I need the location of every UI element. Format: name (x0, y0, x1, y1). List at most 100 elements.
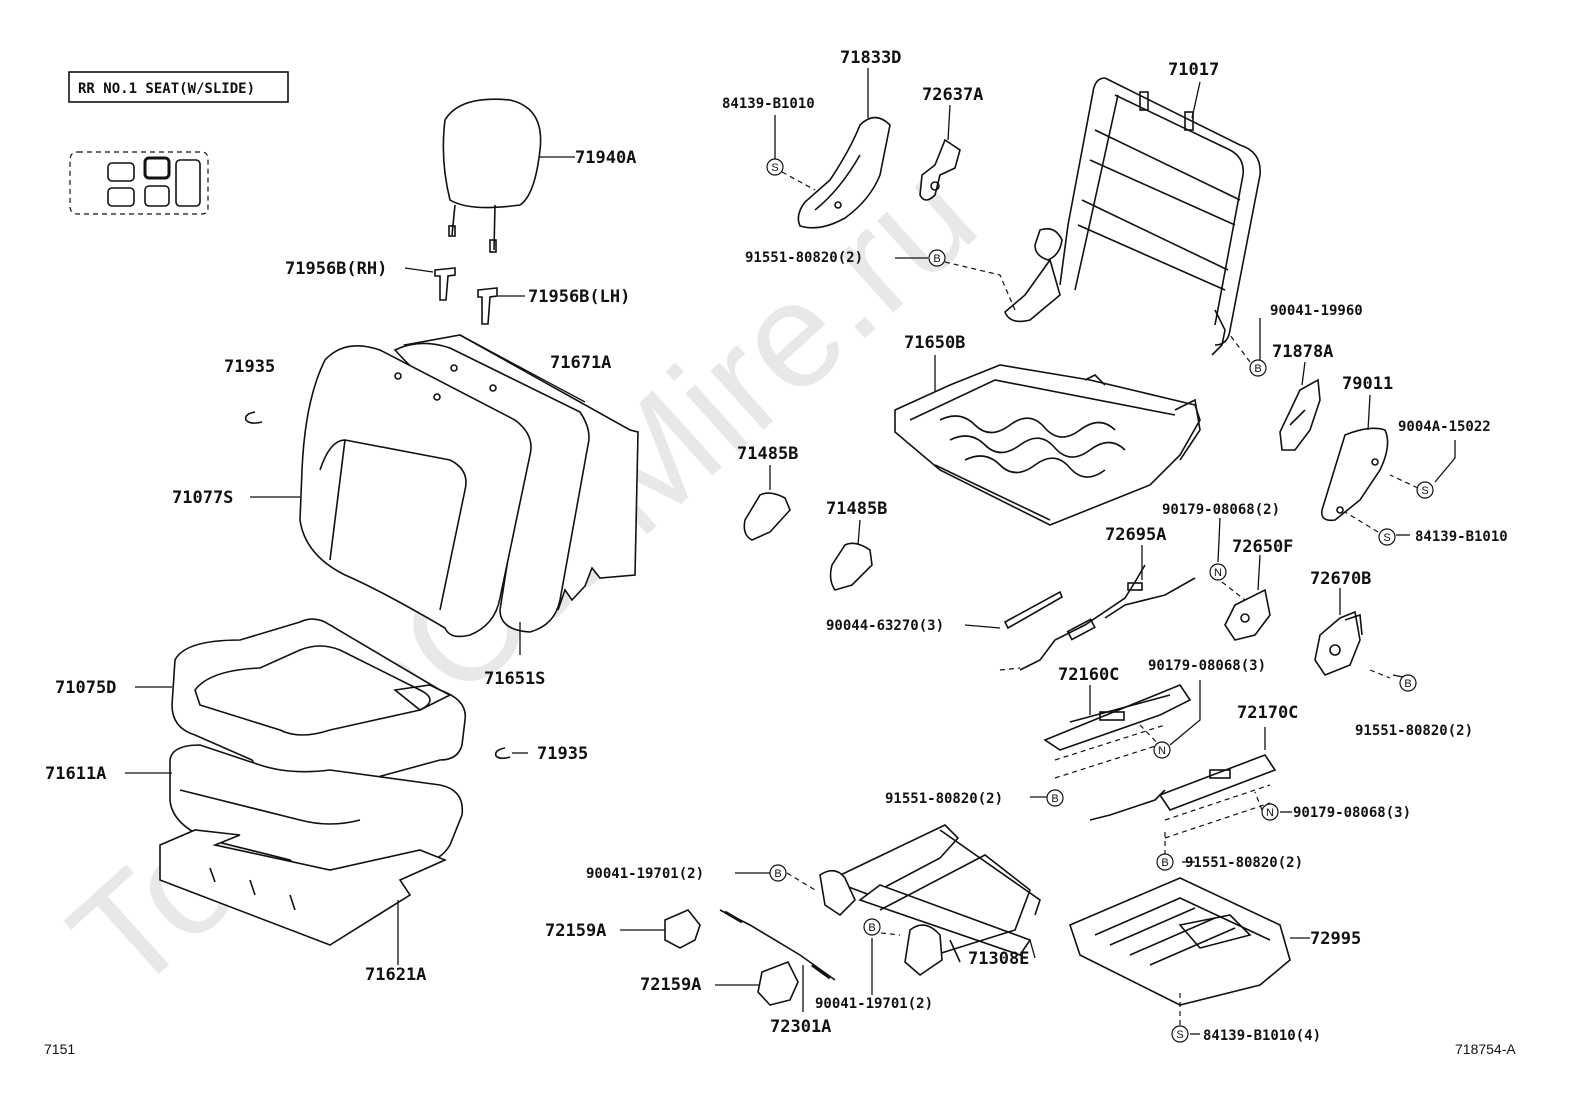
label-72670B: 72670B (1310, 569, 1371, 589)
label-90179-08068-a: 90179-08068(2) (1162, 502, 1280, 518)
svg-text:S: S (1176, 1029, 1183, 1041)
headrest-part (442, 98, 542, 253)
screw-symbol-bottom: S (1171, 1025, 1189, 1043)
title-box-text: RR NO.1 SEAT(W/SLIDE) (78, 81, 255, 97)
screw-symbol-top: S (766, 158, 784, 176)
headrest-support-lh (477, 287, 498, 325)
seatback-cover-front (299, 344, 532, 638)
slide-cover-b (757, 960, 799, 1006)
label-72301A: 72301A (770, 1017, 831, 1037)
cushion-side-cover-b (829, 542, 873, 591)
vehicle-seat-layout-icon (69, 151, 209, 215)
label-71611A: 71611A (45, 764, 106, 784)
svg-text:B: B (1161, 857, 1168, 869)
svg-text:N: N (1214, 567, 1222, 579)
reclining-lock-rh (1224, 588, 1271, 641)
seat-track-dashes (1054, 724, 1271, 839)
svg-text:B: B (1051, 793, 1058, 805)
hog-ring-bottom (494, 747, 511, 760)
label-71650B: 71650B (904, 333, 965, 353)
screw-symbol-right-b: S (1378, 528, 1396, 546)
svg-text:B: B (1404, 678, 1411, 690)
svg-text:B: B (1254, 363, 1261, 375)
label-71075D: 71075D (55, 678, 116, 698)
label-71485B-b: 71485B (826, 499, 887, 519)
seat-belt-guide (919, 138, 961, 201)
label-72695A: 72695A (1105, 525, 1166, 545)
screw-symbol-right-a: S (1416, 481, 1434, 499)
label-84139-B1010-top: 84139-B1010 (722, 96, 815, 112)
bolt-symbol-frame: B (1249, 359, 1267, 377)
svg-text:S: S (771, 162, 778, 174)
nut-symbol-c: N (1261, 803, 1279, 821)
bolt-symbol-top: B (928, 249, 946, 267)
label-71017: 71017 (1168, 60, 1219, 80)
seat-cushion-cover (171, 618, 467, 793)
label-72650F: 72650F (1232, 537, 1293, 557)
svg-text:B: B (774, 868, 781, 880)
hog-ring-top (244, 411, 263, 424)
footer-diagram-id: 718754-A (1455, 1041, 1516, 1057)
label-71935-top: 71935 (224, 357, 275, 377)
reclining-lock-lh (1314, 610, 1363, 676)
label-9004A-15022: 9004A-15022 (1398, 419, 1491, 435)
headrest-support-rh (434, 267, 456, 301)
nut-symbol-a: N (1209, 563, 1227, 581)
label-91551-80820-top: 91551-80820(2) (745, 250, 863, 266)
label-84139-B1010-right: 84139-B1010 (1415, 529, 1508, 545)
bolt-symbol-right: B (1399, 674, 1417, 692)
bolt-symbol-left: B (769, 864, 787, 882)
label-84139-B1010-bottom: 84139-B1010(4) (1203, 1028, 1321, 1044)
label-72637A: 72637A (922, 85, 983, 105)
label-72995: 72995 (1310, 929, 1361, 949)
label-71833D: 71833D (840, 48, 901, 68)
label-91551-80820-right: 91551-80820(2) (1355, 723, 1473, 739)
label-91551-80820-mid: 91551-80820(2) (885, 791, 1003, 807)
label-90179-08068-c: 90179-08068(3) (1293, 805, 1411, 821)
label-71956B-RH: 71956B(RH) (285, 259, 387, 279)
label-71956B-LH: 71956B(LH) (528, 287, 630, 307)
seat-leg-assembly (819, 824, 1041, 977)
release-cable (999, 564, 1196, 671)
footer-page-code: 7151 (44, 1041, 75, 1057)
seat-cushion-protector (159, 829, 448, 946)
label-71671A: 71671A (550, 353, 611, 373)
slide-cover-a (664, 909, 701, 949)
bolt-symbol-bottom: B (863, 918, 881, 936)
label-72160C: 72160C (1058, 665, 1119, 685)
label-71308E: 71308E (968, 949, 1029, 969)
seat-track-inner (1043, 684, 1192, 751)
cable-tie (1003, 590, 1064, 630)
label-90041-19960: 90041-19960 (1270, 303, 1363, 319)
title-box: RR NO.1 SEAT(W/SLIDE) (68, 71, 289, 103)
nut-symbol-b: N (1153, 741, 1171, 759)
svg-text:B: B (933, 253, 940, 265)
svg-text:N: N (1158, 745, 1166, 757)
label-71878A: 71878A (1272, 342, 1333, 362)
seat-under-tray (1069, 877, 1291, 1006)
leader-lines (125, 68, 1456, 1035)
label-71621A: 71621A (365, 965, 426, 985)
label-91551-80820-low: 91551-80820(2) (1185, 855, 1303, 871)
label-90041-19701-b: 90041-19701(2) (815, 996, 933, 1012)
label-71935-bottom: 71935 (537, 744, 588, 764)
seat-cushion-frame (894, 364, 1201, 526)
bolt-symbol-low: B (1156, 853, 1174, 871)
label-72170C: 72170C (1237, 703, 1298, 723)
bolt-symbol-mid: B (1046, 789, 1064, 807)
label-90179-08068-b: 90179-08068(3) (1148, 658, 1266, 674)
hinge-cover-inner (1279, 378, 1321, 451)
seat-track-outer (1089, 754, 1277, 821)
label-90041-19701-a: 90041-19701(2) (586, 866, 704, 882)
label-71940A: 71940A (575, 148, 636, 168)
cushion-side-cover-a (743, 492, 791, 541)
label-79011: 79011 (1342, 374, 1393, 394)
seat-cushion-pad (169, 744, 464, 872)
seatback-frame (1004, 77, 1261, 356)
svg-text:B: B (868, 922, 875, 934)
svg-text:N: N (1266, 807, 1274, 819)
label-72159A-a: 72159A (545, 921, 606, 941)
adjuster-cable-spring (719, 909, 836, 981)
svg-text:S: S (1383, 532, 1390, 544)
